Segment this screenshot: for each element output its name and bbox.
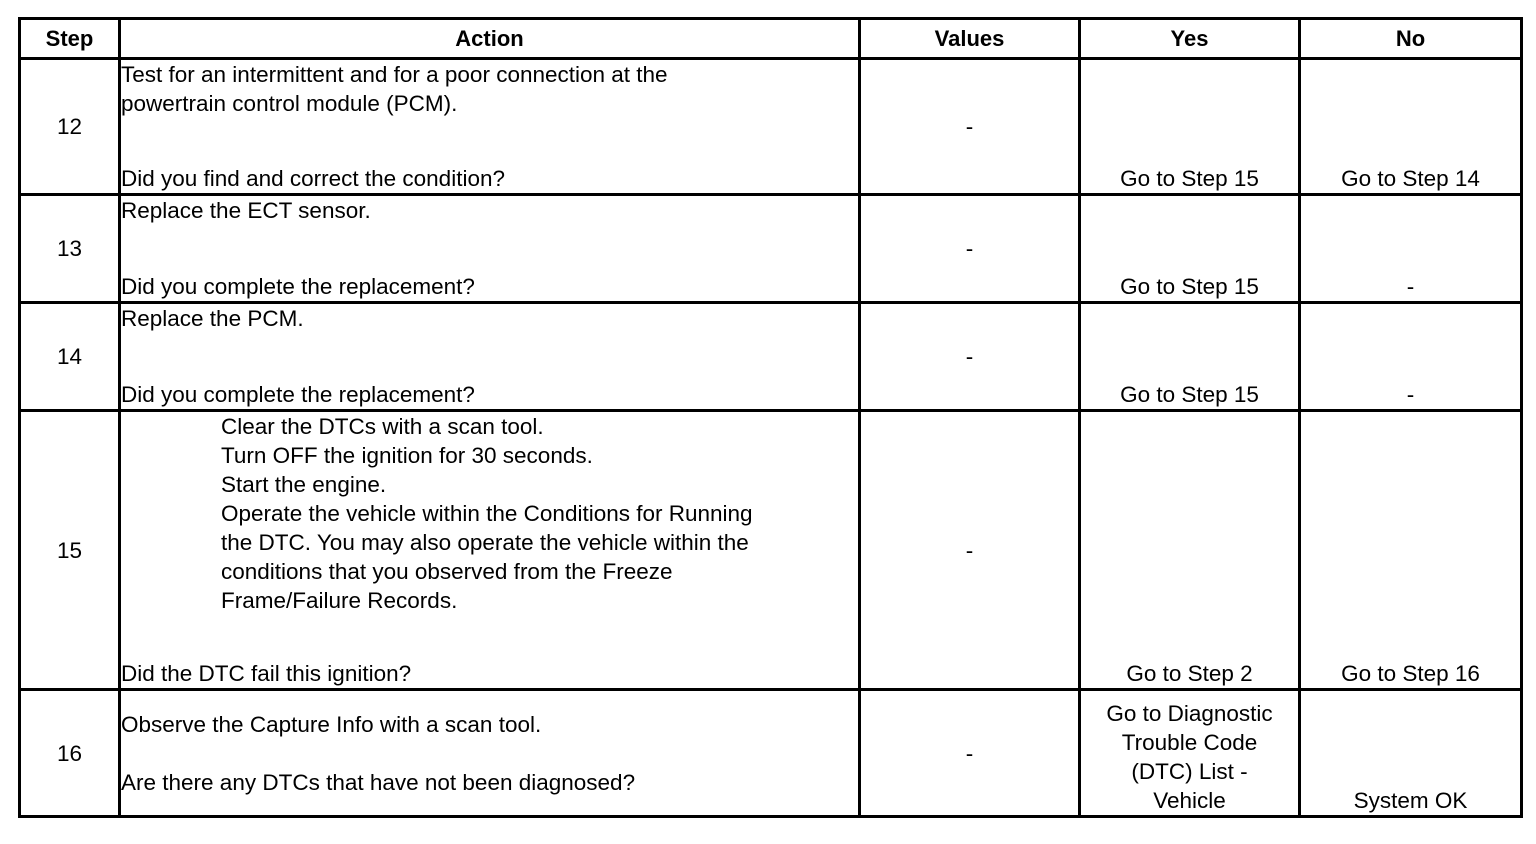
no-cell: System OK bbox=[1298, 688, 1523, 818]
header-step: Step bbox=[18, 17, 121, 60]
yes-cell: Go to Diagnostic Trouble Code (DTC) List… bbox=[1078, 688, 1301, 818]
no-cell: - bbox=[1298, 193, 1523, 304]
table-row-step-14: 14 Replace the PCM. Did you complete the… bbox=[18, 301, 1523, 412]
action-cell: Replace the PCM. Did you complete the re… bbox=[118, 301, 861, 412]
action-instructions: Observe the Capture Info with a scan too… bbox=[121, 710, 858, 797]
action-cell: Observe the Capture Info with a scan too… bbox=[118, 688, 861, 818]
values-cell: - bbox=[858, 57, 1081, 196]
header-values: Values bbox=[858, 17, 1081, 60]
yes-cell: Go to Step 15 bbox=[1078, 193, 1301, 304]
step-number: 14 bbox=[18, 301, 121, 412]
action-instructions: Replace the ECT sensor. bbox=[121, 196, 858, 225]
action-line: powertrain control module (PCM). bbox=[121, 91, 458, 116]
step-number: 15 bbox=[18, 409, 121, 691]
no-cell: - bbox=[1298, 301, 1523, 412]
action-line: Frame/Failure Records. bbox=[221, 588, 458, 613]
action-line: the DTC. You may also operate the vehicl… bbox=[221, 530, 749, 555]
action-instructions: Test for an intermittent and for a poor … bbox=[121, 60, 858, 118]
action-line: Replace the ECT sensor. bbox=[121, 198, 371, 223]
action-line: Operate the vehicle within the Condition… bbox=[221, 501, 753, 526]
action-instructions: Replace the PCM. bbox=[121, 304, 858, 333]
action-question: Did you complete the replacement? bbox=[121, 274, 475, 299]
table-row-step-16: 16 Observe the Capture Info with a scan … bbox=[18, 688, 1523, 818]
yes-line: Vehicle bbox=[1153, 788, 1226, 813]
action-line: Turn OFF the ignition for 30 seconds. bbox=[221, 443, 593, 468]
values-cell: - bbox=[858, 688, 1081, 818]
header-row: Step Action Values Yes No bbox=[18, 17, 1523, 60]
table-row-step-13: 13 Replace the ECT sensor. Did you compl… bbox=[18, 193, 1523, 304]
values-cell: - bbox=[858, 301, 1081, 412]
action-line: Clear the DTCs with a scan tool. bbox=[221, 414, 544, 439]
action-cell: Test for an intermittent and for a poor … bbox=[118, 57, 861, 196]
step-number: 12 bbox=[18, 57, 121, 196]
action-question: Did you complete the replacement? bbox=[121, 382, 475, 407]
action-line: Observe the Capture Info with a scan too… bbox=[121, 711, 542, 737]
action-cell: Replace the ECT sensor. Did you complete… bbox=[118, 193, 861, 304]
table-row-step-12: 12 Test for an intermittent and for a po… bbox=[18, 57, 1523, 196]
action-instructions: Clear the DTCs with a scan tool. Turn OF… bbox=[121, 412, 858, 615]
action-cell: Clear the DTCs with a scan tool. Turn OF… bbox=[118, 409, 861, 691]
action-question: Are there any DTCs that have not been di… bbox=[121, 769, 636, 795]
yes-cell: Go to Step 2 bbox=[1078, 409, 1301, 691]
action-line: Replace the PCM. bbox=[121, 306, 304, 331]
yes-cell: Go to Step 15 bbox=[1078, 57, 1301, 196]
table-row-step-15: 15 Clear the DTCs with a scan tool. Turn… bbox=[18, 409, 1523, 691]
values-cell: - bbox=[858, 409, 1081, 691]
header-action: Action bbox=[118, 17, 861, 60]
values-cell: - bbox=[858, 193, 1081, 304]
action-line: Start the engine. bbox=[221, 472, 387, 497]
action-question: Did the DTC fail this ignition? bbox=[121, 661, 412, 686]
yes-line: (DTC) List - bbox=[1131, 759, 1248, 784]
yes-line: Go to Diagnostic bbox=[1106, 701, 1273, 726]
no-cell: Go to Step 14 bbox=[1298, 57, 1523, 196]
action-line: conditions that you observed from the Fr… bbox=[221, 559, 673, 584]
step-number: 16 bbox=[18, 688, 121, 818]
header-yes: Yes bbox=[1078, 17, 1301, 60]
header-no: No bbox=[1298, 17, 1523, 60]
action-question: Did you find and correct the condition? bbox=[121, 166, 505, 191]
step-number: 13 bbox=[18, 193, 121, 304]
yes-cell: Go to Step 15 bbox=[1078, 301, 1301, 412]
yes-line: Trouble Code bbox=[1121, 730, 1258, 755]
no-cell: Go to Step 16 bbox=[1298, 409, 1523, 691]
action-line: Test for an intermittent and for a poor … bbox=[121, 62, 668, 87]
diagnostic-table: Step Action Values Yes No 12 Test for an… bbox=[18, 17, 1523, 818]
